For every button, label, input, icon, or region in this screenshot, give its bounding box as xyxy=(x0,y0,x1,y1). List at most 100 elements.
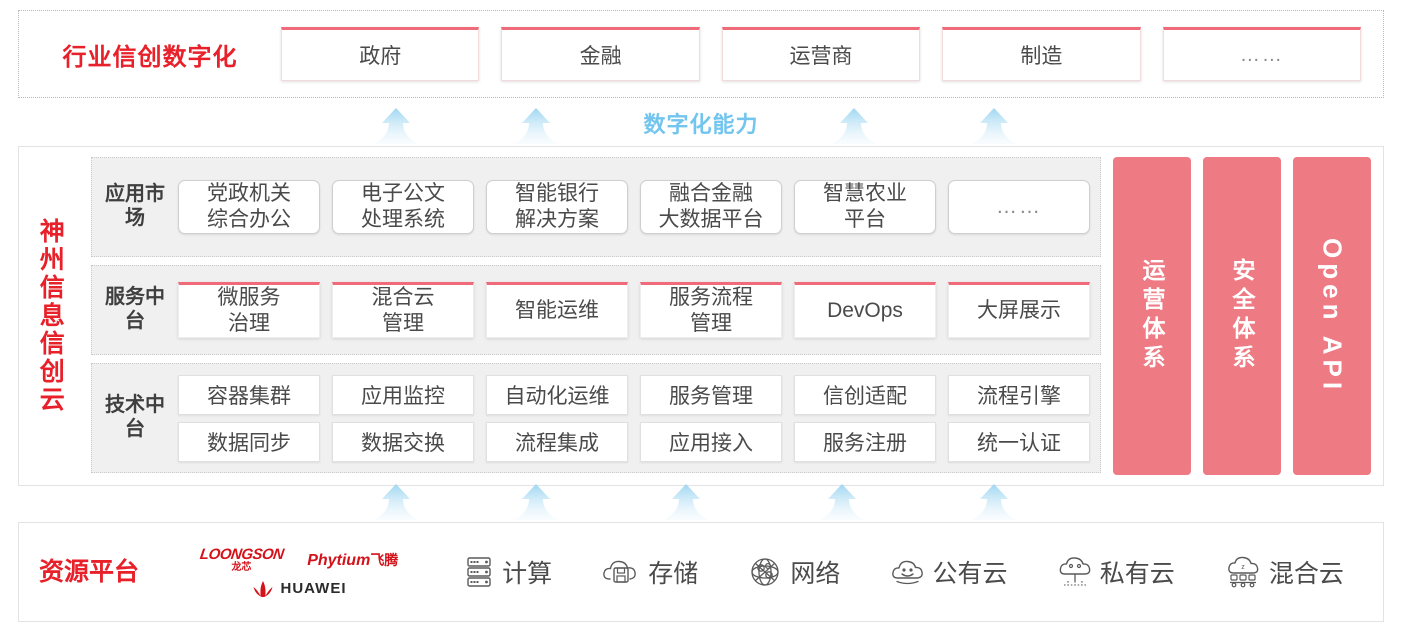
loongson-logo-en: LOONGSON xyxy=(198,545,285,563)
capability-arrow-band: 数字化能力 xyxy=(18,100,1384,146)
cloud-platform-body: 应用市场 党政机关综合办公 电子公文处理系统 智能银行解决方案 融合金融大数据平… xyxy=(81,147,1383,485)
industry-card-finance[interactable]: 金融 xyxy=(501,27,700,81)
app-cell-edoc-system[interactable]: 电子公文处理系统 xyxy=(332,180,474,234)
tech-cell-service-mgmt[interactable]: 服务管理 xyxy=(640,374,782,415)
service-platform-label: 服务中台 xyxy=(105,286,165,332)
resource-item-compute[interactable]: 计算 xyxy=(464,554,552,590)
up-arrow-icon xyxy=(820,484,864,520)
tech-cell-process-engine[interactable]: 流程引擎 xyxy=(948,374,1090,415)
capability-label: 数字化能力 xyxy=(643,112,759,137)
resource-item-network-label: 网络 xyxy=(790,560,841,588)
private-cloud-icon xyxy=(1059,557,1091,586)
hybrid-cloud-icon: z xyxy=(1228,556,1259,588)
resource-platform-title: 资源平台 xyxy=(38,558,139,586)
server-icon xyxy=(467,557,491,587)
industry-card-manufacturing[interactable]: 制造 xyxy=(942,27,1141,81)
tech-cell-data-sync[interactable]: 数据同步 xyxy=(178,421,320,462)
up-arrow-icon xyxy=(972,484,1016,520)
app-cell-smart-bank[interactable]: 智能银行解决方案 xyxy=(486,180,628,234)
up-arrow-icon xyxy=(514,108,558,144)
tech-cell-unified-auth[interactable]: 统一认证 xyxy=(948,421,1090,462)
tech-cell-app-access[interactable]: 应用接入 xyxy=(640,421,782,462)
loongson-logo-cn: 龙芯 xyxy=(231,561,252,573)
app-market-label: 应用市场 xyxy=(105,183,165,229)
tech-platform-line-1: 容器集群 应用监控 自动化运维 服务管理 信创适配 流程引擎 xyxy=(178,374,1090,415)
industry-title: 行业信创数字化 xyxy=(62,43,238,71)
vendor-row-bottom: HUAWEI xyxy=(252,580,347,598)
app-cell-smart-agriculture[interactable]: 智慧农业平台 xyxy=(794,180,936,234)
svc-cell-hybrid-cloud-mgmt[interactable]: 混合云管理 xyxy=(332,282,474,338)
huawei-flower-icon xyxy=(253,580,272,597)
svc-cell-bigscreen-display[interactable]: 大屏展示 xyxy=(948,282,1090,338)
industry-card-government[interactable]: 政府 xyxy=(281,27,480,81)
tech-cell-automated-ops[interactable]: 自动化运维 xyxy=(486,374,628,415)
resource-item-hybrid-cloud-label: 混合云 xyxy=(1268,560,1344,588)
up-arrow-icon xyxy=(374,108,418,144)
app-cell-government-office[interactable]: 党政机关综合办公 xyxy=(178,180,320,234)
up-arrow-icon xyxy=(664,484,708,520)
app-cell-finance-bigdata[interactable]: 融合金融大数据平台 xyxy=(640,180,782,234)
up-arrow-icon xyxy=(514,484,558,520)
huawei-logo-text: HUAWEI xyxy=(280,580,347,597)
pillar-open-api-label: Open API xyxy=(1317,237,1348,395)
app-market-cells: 党政机关综合办公 电子公文处理系统 智能银行解决方案 融合金融大数据平台 智慧农… xyxy=(178,180,1090,234)
cloud-storage-icon xyxy=(603,560,637,583)
industry-card-operator[interactable]: 运营商 xyxy=(721,27,921,81)
industry-card-more[interactable]: …… xyxy=(1162,27,1362,81)
svc-cell-smart-ops[interactable]: 智能运维 xyxy=(486,282,628,338)
up-arrow-icon xyxy=(374,484,418,520)
svc-cell-service-process-mgmt[interactable]: 服务流程管理 xyxy=(640,282,782,338)
tech-cell-process-integration[interactable]: 流程集成 xyxy=(486,421,628,462)
pillar-operations-label: 运营体系 xyxy=(1139,258,1165,374)
pillar-open-api[interactable]: Open API xyxy=(1293,157,1371,475)
service-platform-cells: 微服务治理 混合云管理 智能运维 服务流程管理 DevOps 大屏展示 xyxy=(178,282,1090,338)
app-market-row: 应用市场 党政机关综合办公 电子公文处理系统 智能银行解决方案 融合金融大数据平… xyxy=(91,157,1101,257)
tech-platform-label: 技术中台 xyxy=(105,394,165,440)
tech-cell-data-exchange[interactable]: 数据交换 xyxy=(332,421,474,462)
tech-cell-container-cluster[interactable]: 容器集群 xyxy=(178,374,320,415)
pillar-operations-system[interactable]: 运营体系 xyxy=(1113,157,1191,475)
resource-item-list: 计算 存储 网 xyxy=(439,554,1383,590)
tech-cell-xinchuang-adaptation[interactable]: 信创适配 xyxy=(794,374,936,415)
up-arrow-icon xyxy=(972,108,1016,144)
network-mesh-icon xyxy=(751,558,780,586)
resource-item-hybrid-cloud[interactable]: z 混合云 xyxy=(1225,554,1344,590)
public-cloud-icon xyxy=(891,560,923,585)
cloud-platform-title-text: 神州信息信创云 xyxy=(36,218,65,414)
resource-item-public-cloud-label: 公有云 xyxy=(932,560,1008,588)
up-arrow-icon xyxy=(832,108,876,144)
svc-cell-devops[interactable]: DevOps xyxy=(794,282,936,338)
cloud-platform-title: 神州信息信创云 xyxy=(19,147,81,485)
resource-item-compute-label: 计算 xyxy=(502,560,553,588)
pillar-security-label: 安全体系 xyxy=(1229,258,1255,374)
huawei-logo: HUAWEI xyxy=(252,580,347,598)
industry-card-list: 政府 金融 运营商 制造 …… xyxy=(281,27,1383,81)
resource-item-private-cloud-label: 私有云 xyxy=(1099,560,1175,588)
tech-cell-app-monitoring[interactable]: 应用监控 xyxy=(332,374,474,415)
resource-item-network[interactable]: 网络 xyxy=(748,554,840,590)
resource-arrow-band xyxy=(18,484,1384,522)
tech-platform-row: 技术中台 容器集群 应用监控 自动化运维 服务管理 信创适配 流程引擎 数据同步… xyxy=(91,363,1101,473)
resource-item-storage[interactable]: 存储 xyxy=(602,554,698,590)
resource-item-public-cloud[interactable]: 公有云 xyxy=(891,554,1008,590)
app-cell-more[interactable]: …… xyxy=(948,180,1090,234)
resource-item-private-cloud[interactable]: 私有云 xyxy=(1058,554,1175,590)
service-platform-row: 服务中台 微服务治理 混合云管理 智能运维 服务流程管理 DevOps 大屏展示 xyxy=(91,265,1101,355)
pillar-list: 运营体系 安全体系 Open API xyxy=(1111,157,1371,475)
cloud-rows: 应用市场 党政机关综合办公 电子公文处理系统 智能银行解决方案 融合金融大数据平… xyxy=(91,157,1101,475)
resource-item-storage-label: 存储 xyxy=(648,560,699,588)
cloud-platform-panel: 神州信息信创云 应用市场 党政机关综合办公 电子公文处理系统 智能银行解决方案 … xyxy=(18,146,1384,486)
tech-cell-service-registry[interactable]: 服务注册 xyxy=(794,421,936,462)
svc-cell-microservice-governance[interactable]: 微服务治理 xyxy=(178,282,320,338)
pillar-security-system[interactable]: 安全体系 xyxy=(1203,157,1281,475)
svg-text:z: z xyxy=(1241,564,1245,571)
loongson-logo: LOONGSON 龙芯 xyxy=(198,545,285,573)
tech-platform-grid: 容器集群 应用监控 自动化运维 服务管理 信创适配 流程引擎 数据同步 数据交换… xyxy=(178,374,1090,462)
phytium-logo-cn: 飞腾 xyxy=(370,551,399,568)
industry-band: 行业信创数字化 政府 金融 运营商 制造 …… xyxy=(18,10,1384,98)
phytium-logo-en: Phytium xyxy=(307,551,371,569)
